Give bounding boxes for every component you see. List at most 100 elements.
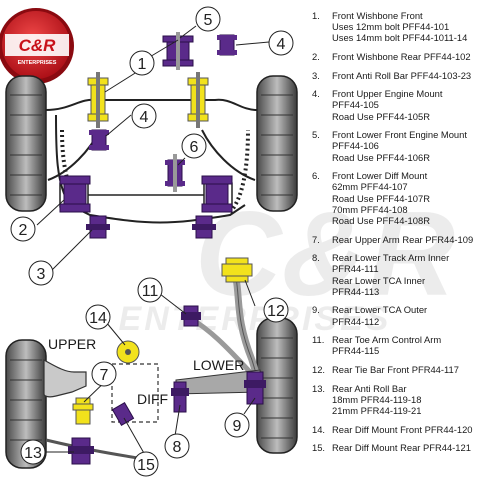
front-wishbone-bush-left xyxy=(87,72,109,128)
part-number: 8. xyxy=(312,252,320,264)
rear-toe-arm-bush xyxy=(181,305,201,327)
rear-tie-bar-bush xyxy=(221,257,253,283)
rear-anti-roll-bar-bush xyxy=(68,437,94,465)
diff-label: DIFF xyxy=(137,391,168,407)
svg-text:13: 13 xyxy=(24,445,42,462)
part-description-line: 70mm PFF44-108 xyxy=(332,203,408,215)
callout-3: 3 xyxy=(28,260,54,286)
callout-6: 6 xyxy=(181,133,207,159)
svg-text:9: 9 xyxy=(233,418,242,435)
callout-13: 13 xyxy=(20,439,46,465)
parts-list-item: 2. Front Wishbone Rear PFF44-102 xyxy=(312,51,498,62)
svg-text:4: 4 xyxy=(277,36,286,53)
part-description-line: PFR44-112 xyxy=(332,315,380,327)
front-upper-engine-mount-right xyxy=(217,34,237,56)
part-description-line: Uses 14mm bolt PFF44-1011-14 xyxy=(332,32,468,44)
callout-15: 15 xyxy=(133,451,159,477)
callout-2: 2 xyxy=(10,216,36,242)
part-description-line: Front Anti Roll Bar PFF44-103-23 xyxy=(332,69,472,81)
part-number: 13. xyxy=(312,382,326,394)
front-lower-diff-mount xyxy=(165,154,185,192)
callout-7: 7 xyxy=(91,361,117,387)
upper-label: UPPER xyxy=(48,336,96,352)
svg-text:ENTERPRISES: ENTERPRISES xyxy=(18,60,57,66)
part-description-line: Front Wishbone Rear PFF44-102 xyxy=(332,51,471,62)
part-description-line: Rear Tie Bar Front PFR44-117 xyxy=(332,363,459,375)
callout-12: 12 xyxy=(263,297,289,323)
svg-text:14: 14 xyxy=(89,310,107,327)
part-description-line: Front Wishbone Front xyxy=(332,10,423,21)
svg-text:5: 5 xyxy=(204,12,213,29)
parts-list-item: 15. Rear Diff Mount Rear PFR44-121 xyxy=(312,442,498,453)
callout-4-left: 4 xyxy=(131,103,157,129)
parts-list-item: 14.Rear Diff Mount Front PFR44-120 xyxy=(312,424,498,435)
callout-5: 5 xyxy=(195,6,221,32)
callout-8: 8 xyxy=(164,433,190,459)
svg-text:12: 12 xyxy=(267,303,285,320)
part-number: 2. xyxy=(312,51,320,62)
svg-text:6: 6 xyxy=(190,139,199,156)
rear-diff-mount-front xyxy=(116,340,140,364)
svg-text:8: 8 xyxy=(173,439,182,456)
part-number: 15. xyxy=(312,442,326,454)
callout-4-right: 4 xyxy=(268,30,294,56)
svg-text:3: 3 xyxy=(37,266,46,283)
front-anti-roll-bar-bush-left xyxy=(86,215,110,239)
part-description-line: PFR44-111 xyxy=(332,263,379,275)
part-description-line: PFR44-113 xyxy=(332,285,380,297)
part-number: 5. xyxy=(312,129,320,141)
rear-upper-arm-bush xyxy=(72,397,94,425)
rear-lower-tca-outer xyxy=(244,371,266,405)
svg-text:ENTERPRISES: ENTERPRISES xyxy=(119,300,392,338)
part-description-line: Road Use PFF44-105R xyxy=(332,110,430,122)
part-description-line: PFR44-115 xyxy=(332,345,380,357)
part-number: 11. xyxy=(312,334,325,346)
part-description-line: Road Use PFF44-107R xyxy=(332,192,430,204)
rear-suspension xyxy=(5,257,298,469)
cr-logo: C&R ENTERPRISES xyxy=(0,8,74,84)
parts-list-item: 12. Rear Tie Bar Front PFR44-117 xyxy=(312,364,498,375)
front-suspension xyxy=(5,32,298,239)
svg-text:1: 1 xyxy=(138,56,147,73)
front-lower-mount-left xyxy=(59,175,91,213)
front-wishbone-bush-right xyxy=(187,72,209,128)
callout-11: 11 xyxy=(137,277,163,303)
part-description-line: Rear Toe Arm Control Arm xyxy=(332,334,442,346)
part-number: 7. xyxy=(312,233,320,245)
parts-list-item: 7. Rear Upper Arm Rear PFR44-109 xyxy=(312,234,498,245)
part-description-line: Front Lower Diff Mount xyxy=(332,170,428,182)
part-description-line: 21mm PFR44-119-21 xyxy=(332,404,422,416)
svg-text:C&R: C&R xyxy=(19,36,57,55)
part-description-line: Rear Anti Roll Bar xyxy=(332,382,407,394)
part-description-line: Rear Lower TCA Inner xyxy=(332,274,426,286)
callout-9: 9 xyxy=(224,412,250,438)
part-description-line: Rear Diff Mount Rear PFR44-121 xyxy=(332,442,471,454)
front-engine-mount-top xyxy=(162,32,194,70)
part-number: 1. xyxy=(312,10,320,21)
part-number: 4. xyxy=(312,88,320,100)
part-description-line: PFF44-106 xyxy=(332,140,379,152)
svg-text:15: 15 xyxy=(137,457,155,474)
part-description-line: Rear Upper Arm Rear PFR44-109 xyxy=(332,233,474,245)
part-description-line: 18mm PFR44-119-18 xyxy=(332,393,422,405)
part-description-line: 62mm PFF44-107 xyxy=(332,181,408,193)
part-description-line: Rear Lower Track Arm Inner xyxy=(332,252,450,264)
leader-lines xyxy=(36,25,270,456)
part-number: 12. xyxy=(312,363,326,375)
part-number: 6. xyxy=(312,170,320,182)
front-upper-engine-mount-left xyxy=(89,129,109,151)
part-number: 3. xyxy=(312,69,320,81)
front-anti-roll-bar-bush-right xyxy=(192,215,216,239)
rear-diff-mount-rear xyxy=(111,402,135,426)
part-description-line: Rear Lower TCA Outer xyxy=(332,304,428,316)
front-right-tyre xyxy=(256,75,298,212)
rear-lower-track-arm-inner xyxy=(171,381,189,413)
lower-label: LOWER xyxy=(193,357,244,373)
